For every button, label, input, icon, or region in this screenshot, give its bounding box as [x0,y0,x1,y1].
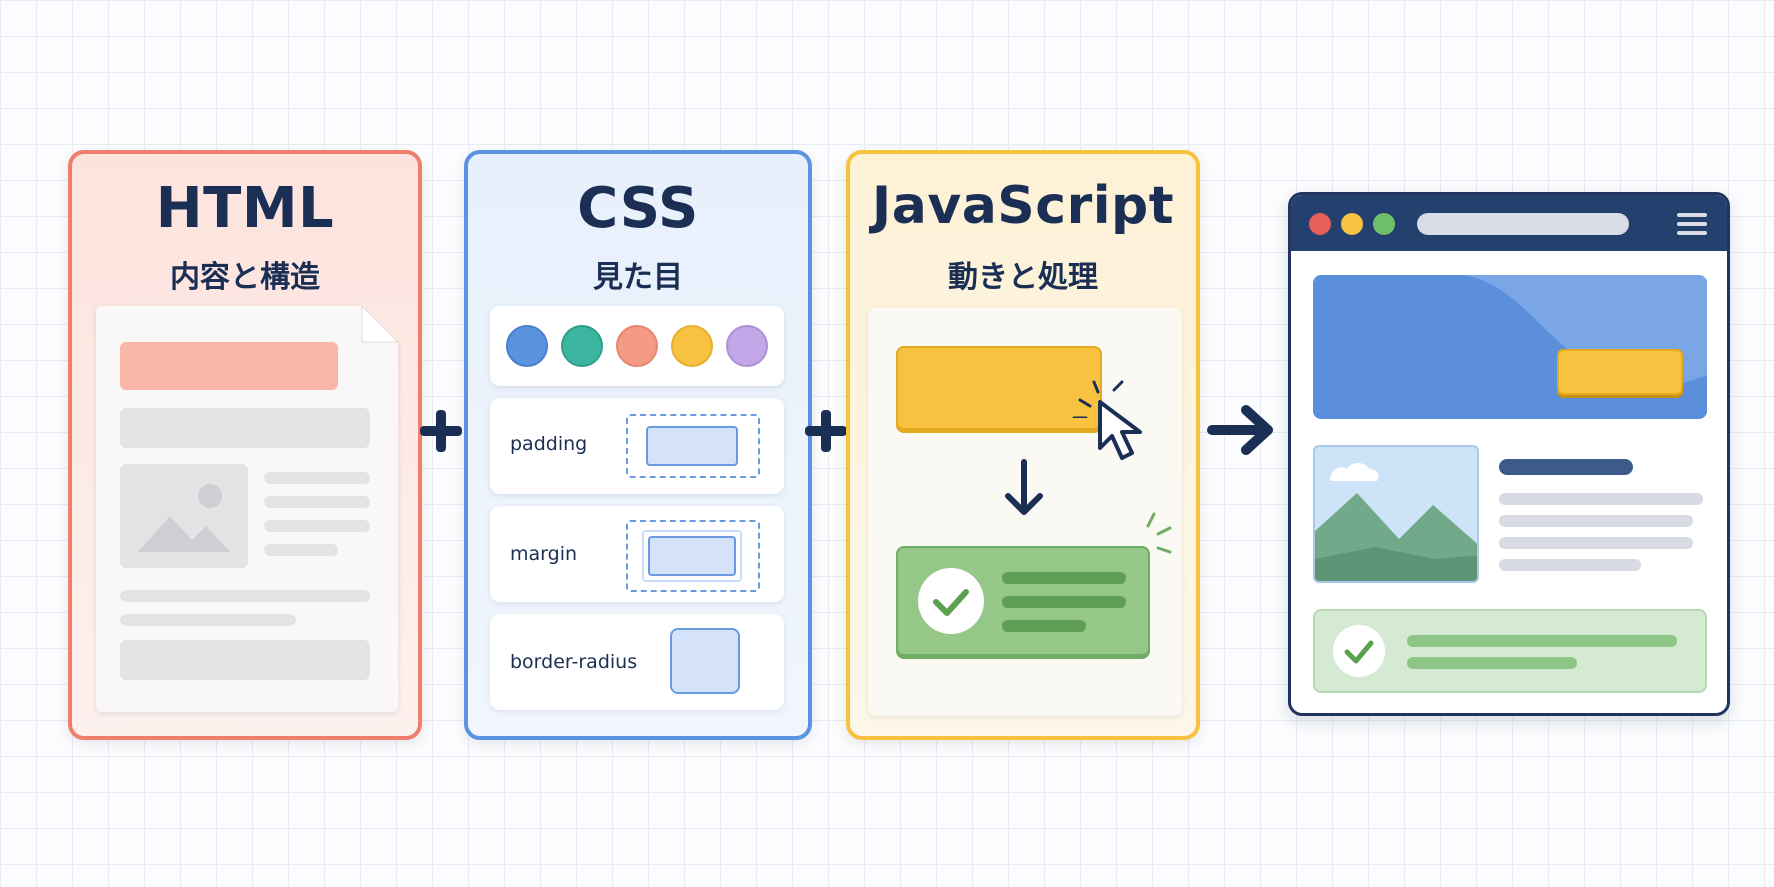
plus-icon [805,410,847,452]
hero-button [1557,349,1683,395]
margin-outer-box [626,520,760,592]
margin-inner-box [648,536,736,576]
line [1407,635,1677,647]
line [1499,493,1703,505]
content-image [1313,445,1479,583]
text-block [120,408,370,448]
padding-card: padding [490,398,784,494]
padding-inner-box [646,426,738,466]
image-placeholder [120,464,248,568]
javascript-panel: JavaScript 動きと処理 [846,150,1200,740]
cursor-icon [1098,400,1142,460]
color-swatch [671,325,713,367]
line [264,544,338,556]
javascript-title: JavaScript [871,176,1175,236]
document-sheet [96,302,402,712]
line [1002,596,1126,608]
color-swatch [506,325,548,367]
close-window-dot [1309,213,1331,235]
success-banner [1313,609,1707,693]
click-burst-icon [1072,380,1124,418]
css-subtitle: 見た目 [593,260,683,295]
css-title: CSS [577,176,699,241]
color-swatch [616,325,658,367]
footer-block [120,640,370,680]
address-bar [1417,213,1629,235]
line [1002,572,1126,584]
content-heading [1499,459,1633,475]
success-card [896,546,1150,656]
line [120,590,370,602]
minimize-window-dot [1341,213,1363,235]
line [264,520,370,532]
color-palette-card [490,306,784,386]
padding-label: padding [510,433,588,455]
checkmark-icon [1344,640,1374,664]
arrow-right-icon [1207,405,1273,455]
line [1499,559,1641,571]
html-subtitle: 内容と構造 [170,260,320,295]
line [1499,515,1693,527]
color-swatch [726,325,768,367]
demo-button [896,346,1102,430]
landscape-icon [138,484,230,552]
hero-banner [1313,275,1707,419]
line [120,614,296,626]
hamburger-menu-icon [1677,213,1707,235]
margin-label: margin [510,543,578,565]
border-radius-card: border-radius [490,614,784,710]
javascript-demo-area [868,308,1182,716]
checkmark-circle [1333,625,1385,677]
line [1499,537,1693,549]
border-radius-label: border-radius [510,651,638,673]
browser-titlebar [1291,195,1727,251]
browser-window [1288,192,1730,716]
success-burst-icon [1146,512,1172,554]
margin-card: margin [490,506,784,602]
heading-block [120,342,338,390]
margin-middle-box [642,530,742,582]
html-title: HTML [155,176,335,241]
css-panel: CSS 見た目 padding margin border-radius [464,150,812,740]
arrow-down-icon [1005,459,1043,515]
line [264,496,370,508]
rounded-box [670,628,740,694]
mountain-landscape-icon [1315,463,1477,581]
color-swatch [561,325,603,367]
plus-icon [420,410,462,452]
hero-wave [1463,275,1707,386]
padding-outer-box [626,414,760,478]
line [264,472,370,484]
javascript-subtitle: 動きと処理 [948,260,1098,295]
checkmark-circle [918,568,984,634]
checkmark-icon [933,589,969,616]
html-panel: HTML 内容と構造 [68,150,422,740]
line [1407,657,1577,669]
page-fold-icon [358,302,402,346]
maximize-window-dot [1373,213,1395,235]
line [1002,620,1086,632]
